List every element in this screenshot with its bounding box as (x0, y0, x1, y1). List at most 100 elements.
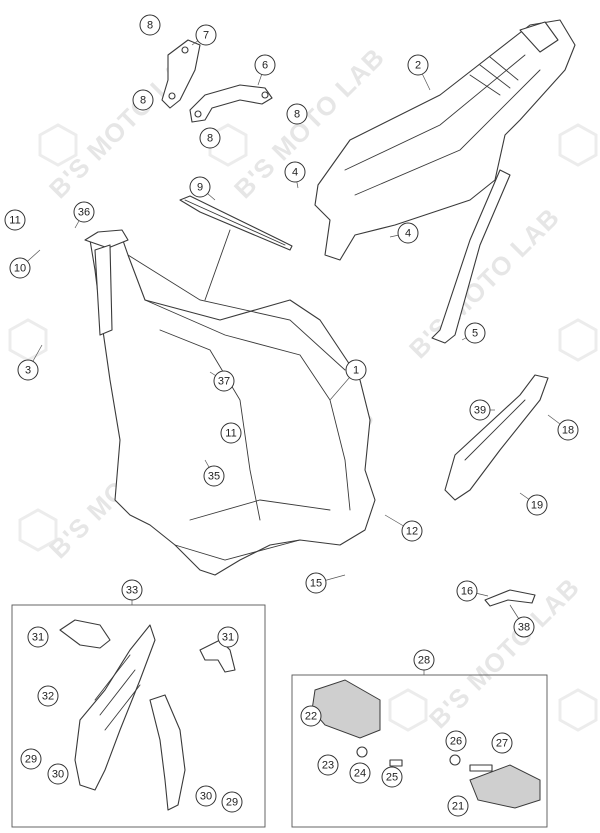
callout-circle (557, 419, 579, 441)
callout-number: 1 (353, 365, 359, 377)
callout-number: 35 (208, 471, 220, 483)
callout-number: 7 (203, 30, 209, 42)
callout-circle (139, 14, 161, 36)
callout-2: 2 (407, 54, 429, 76)
callout-number: 2 (415, 60, 421, 72)
callout-11: 11 (220, 422, 242, 444)
callout-number: 3 (25, 365, 31, 377)
callout-circle (300, 705, 322, 727)
callout-number: 33 (126, 585, 138, 597)
callout-circle (413, 649, 435, 671)
callout-16: 16 (456, 580, 478, 602)
callout-number: 31 (32, 632, 44, 644)
small-guard (484, 589, 536, 607)
callout-9: 9 (189, 176, 211, 198)
callout-circle (195, 24, 217, 46)
callout-number: 27 (496, 738, 508, 750)
callout-number: 26 (450, 736, 462, 748)
callout-number: 25 (386, 772, 398, 784)
callout-number: 24 (354, 768, 366, 780)
callout-circle (526, 494, 548, 516)
callout-circle (37, 685, 59, 707)
callout-circle (221, 791, 243, 813)
chain-slider (444, 374, 549, 501)
callout-circle (132, 89, 154, 111)
callout-circle (401, 520, 423, 542)
callout-number: 9 (197, 182, 203, 194)
callout-8: 8 (199, 127, 221, 149)
callout-circle (73, 201, 95, 223)
callout-19: 19 (526, 494, 548, 516)
callout-circle (491, 732, 513, 754)
callout-circle (220, 422, 242, 444)
callout-number: 10 (14, 263, 26, 275)
frame-protector-group-box (11, 604, 266, 828)
callout-number: 12 (406, 526, 418, 538)
callout-36: 36 (73, 201, 95, 223)
callout-11: 11 (4, 209, 26, 231)
callout-29: 29 (221, 791, 243, 813)
callout-number: 38 (518, 622, 530, 634)
callout-circle (345, 359, 367, 381)
frame-protector-set (59, 619, 236, 811)
callout-15: 15 (305, 572, 327, 594)
callout-circle (27, 626, 49, 648)
callout-circle (17, 359, 39, 381)
callout-number: 37 (218, 376, 230, 388)
callout-circle (254, 54, 276, 76)
callout-circle (464, 322, 486, 344)
callout-number: 6 (262, 60, 268, 72)
callout-circle (199, 127, 221, 149)
callout-number: 5 (472, 328, 478, 340)
callout-circle (284, 161, 306, 183)
callout-circle (305, 572, 327, 594)
callout-number: 15 (310, 578, 322, 590)
callout-number: 4 (405, 228, 411, 240)
mount-bracket (161, 39, 201, 109)
callout-27: 27 (491, 732, 513, 754)
callout-4: 4 (397, 222, 419, 244)
callout-number: 19 (531, 500, 543, 512)
callout-30: 30 (47, 763, 69, 785)
callout-circle (9, 257, 31, 279)
callout-12: 12 (401, 520, 423, 542)
callout-circle (456, 580, 478, 602)
callout-circle (407, 54, 429, 76)
callout-number: 31 (222, 632, 234, 644)
callout-circle (203, 465, 225, 487)
callout-37: 37 (213, 370, 235, 392)
callout-circle (286, 103, 308, 125)
callout-number: 23 (322, 760, 334, 772)
callout-35: 35 (203, 465, 225, 487)
callout-circle (397, 222, 419, 244)
callout-circle (189, 176, 211, 198)
callout-number: 32 (42, 691, 54, 703)
callout-circle (349, 762, 371, 784)
callout-number: 29 (25, 754, 37, 766)
callout-23: 23 (317, 754, 339, 776)
callout-circle (447, 795, 469, 817)
callout-number: 8 (140, 95, 146, 107)
callout-33: 33 (121, 579, 143, 601)
callout-circle (381, 766, 403, 788)
callout-22: 22 (300, 705, 322, 727)
callout-circle (217, 626, 239, 648)
support-arm (189, 84, 273, 123)
callout-number: 16 (461, 586, 473, 598)
callout-39: 39 (469, 399, 491, 421)
callout-circle (445, 730, 467, 752)
callout-10: 10 (9, 257, 31, 279)
main-frame (84, 229, 376, 576)
callout-8: 8 (132, 89, 154, 111)
callout-number: 18 (562, 425, 574, 437)
callout-32: 32 (37, 685, 59, 707)
footpeg-group-box (291, 674, 548, 828)
callout-5: 5 (464, 322, 486, 344)
callout-circle (513, 616, 535, 638)
callout-number: 8 (294, 109, 300, 121)
callout-1: 1 (345, 359, 367, 381)
callout-25: 25 (381, 766, 403, 788)
callout-number: 8 (207, 133, 213, 145)
